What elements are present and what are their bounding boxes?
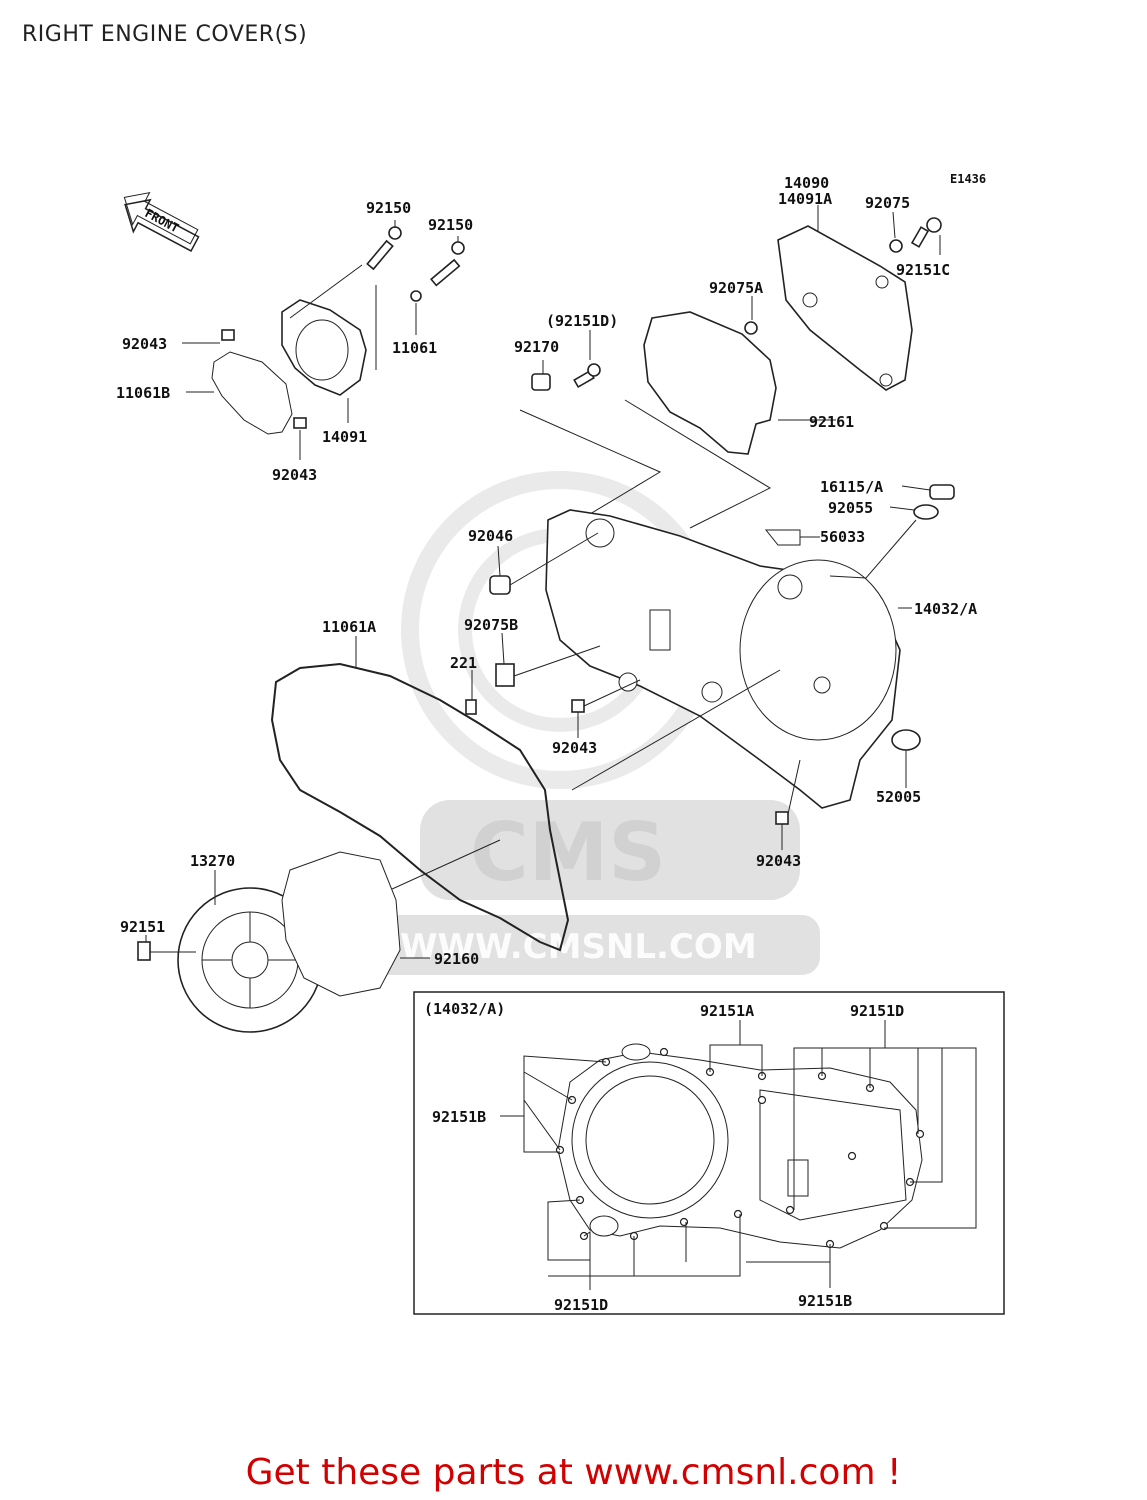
label-56033 [764, 529, 801, 546]
gasket-11061A [270, 662, 570, 952]
part-labels: 14090 14091A 92075 92151C 92075A (92151D… [116, 174, 977, 968]
label-13270: 13270 [190, 852, 235, 870]
oring-11061 [410, 290, 422, 302]
footer-link[interactable]: Get these parts at www.cmsnl.com ! [245, 1452, 902, 1493]
gasket-11061B [211, 351, 293, 435]
watermark-brand: CMS [470, 806, 666, 899]
inset-label-92151B-bottom: 92151B [798, 1292, 852, 1310]
cover-14090 [777, 225, 913, 391]
label-56033: 56033 [820, 528, 865, 546]
inset-label-92151D-top: 92151D [850, 1002, 904, 1020]
upper-cover-group [519, 205, 942, 529]
label-92160: 92160 [434, 950, 479, 968]
label-11061B: 11061B [116, 384, 170, 402]
label-14090: 14090 [784, 174, 829, 192]
plug-16115A [929, 484, 955, 500]
inset-label-92151B-left: 92151B [432, 1108, 486, 1126]
bolt-92151 [137, 941, 151, 961]
label-221: 221 [450, 654, 477, 672]
bolt-92151C [910, 217, 942, 248]
watermark-url: WWW.CMSNL.COM [400, 927, 757, 967]
parts-diagram: CMS WWW.CMSNL.COM FRONT E1436 [116, 172, 1005, 1315]
label-92055: 92055 [828, 499, 873, 517]
label-92075: 92075 [865, 194, 910, 212]
plate-92160 [281, 851, 401, 997]
inset-label-92151D-bottom: 92151D [554, 1296, 608, 1314]
dowel-92043-b [293, 417, 307, 429]
label-92075A: 92075A [709, 279, 763, 297]
label-92043-b: 92043 [272, 466, 317, 484]
main-cover-14032A [465, 484, 955, 850]
inset-title: (14032/A) [424, 1000, 505, 1018]
bolt-221 [465, 699, 477, 715]
label-92043-c: 92043 [552, 739, 597, 757]
label-92075B: 92075B [464, 616, 518, 634]
front-arrow-icon: FRONT [123, 191, 200, 252]
label-11061A: 11061A [322, 618, 376, 636]
label-16115A: 16115/A [820, 478, 883, 496]
label-14091: 14091 [322, 428, 367, 446]
label-92043-d: 92043 [756, 852, 801, 870]
bolt-92150-b [430, 241, 465, 287]
label-92151C: 92151C [896, 261, 950, 279]
bolt-92151D-upper [573, 363, 601, 389]
oring-92055 [913, 504, 939, 520]
label-92151D-paren: (92151D) [546, 312, 618, 330]
label-92161: 92161 [809, 413, 854, 431]
label-14032A: 14032/A [914, 600, 977, 618]
seal-52005 [891, 729, 921, 751]
collar-92046 [489, 575, 511, 595]
bolt-92150-a [366, 226, 402, 271]
inset-leaders [500, 1020, 977, 1290]
cover-92161 [643, 311, 777, 455]
label-14091A: 14091A [778, 190, 832, 208]
dowel-92043-d [775, 811, 789, 825]
figure-code: E1436 [950, 172, 986, 186]
inset-14032A: (14032/A) [413, 991, 1005, 1315]
label-92046: 92046 [468, 527, 513, 545]
small-cover-group [182, 220, 465, 460]
label-92043-a: 92043 [122, 335, 167, 353]
dowel-92043-c [571, 699, 585, 713]
label-92150-a: 92150 [366, 199, 411, 217]
dowel-92043-a [221, 329, 235, 341]
label-92170: 92170 [514, 338, 559, 356]
label-92151: 92151 [120, 918, 165, 936]
clutch-cover-group [137, 851, 430, 1033]
clamp-92170 [531, 373, 551, 391]
label-92150-b: 92150 [428, 216, 473, 234]
plate-92075B [495, 663, 515, 687]
washer-92075A [744, 321, 758, 335]
inset-label-92151A: 92151A [700, 1002, 754, 1020]
label-52005: 52005 [876, 788, 921, 806]
page-title: RIGHT ENGINE COVER(S) [22, 22, 308, 47]
label-11061: 11061 [392, 339, 437, 357]
washer-92075 [889, 239, 903, 253]
